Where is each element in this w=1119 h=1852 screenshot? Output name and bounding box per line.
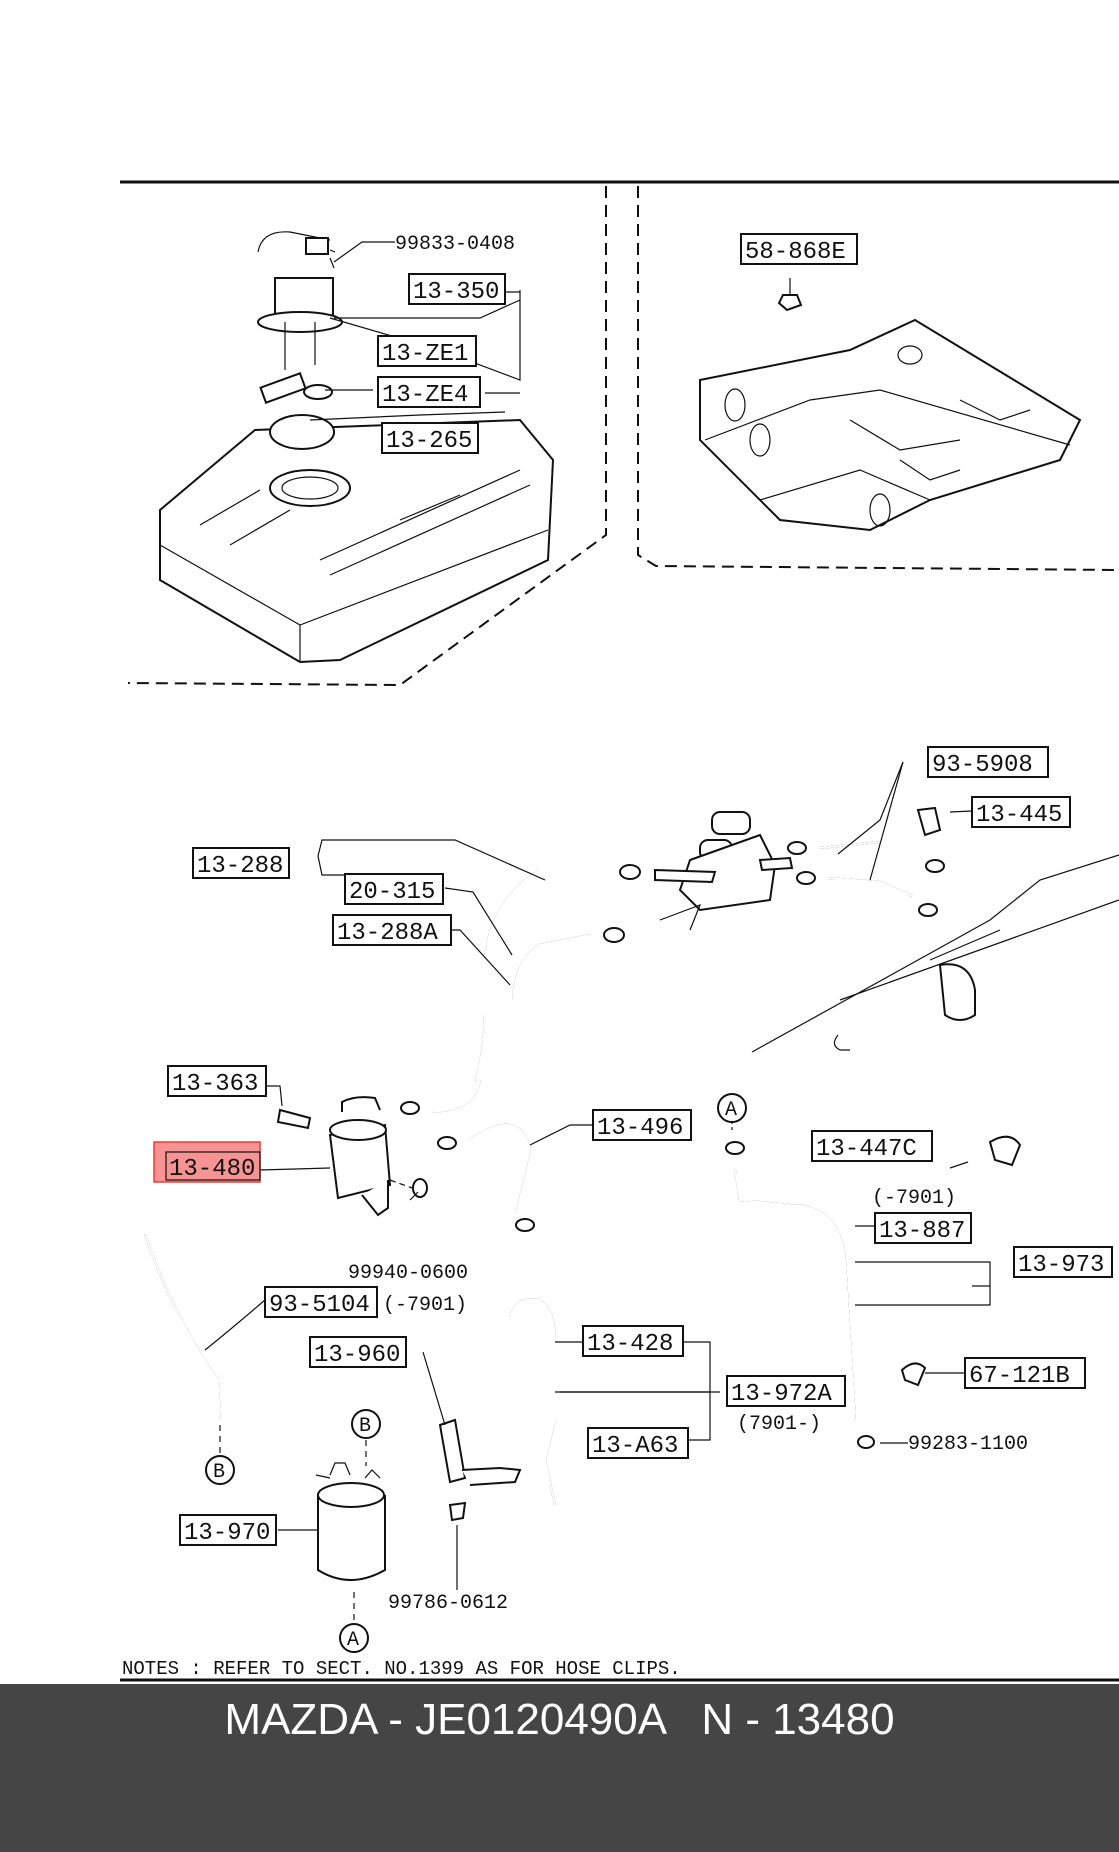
callout-7901-b: (-7901) [383, 1294, 467, 1317]
hose-clip-icons [400, 806, 1022, 1449]
vapor-separator-illustration [276, 1096, 428, 1217]
callout-7901-c: (7901-) [737, 1413, 821, 1436]
callout-13-350: 13-350 [413, 279, 499, 306]
callout-13-496: 13-496 [597, 1115, 683, 1142]
callout-13-972A: 13-972A [731, 1381, 832, 1408]
callout-67-121B: 67-121B [969, 1363, 1070, 1390]
marker-a-top: A [725, 1099, 737, 1122]
charcoal-canister-illustration [315, 1440, 386, 1625]
callout-13-288A: 13-288A [337, 920, 438, 947]
callout-99786-0612: 99786-0612 [388, 1592, 508, 1615]
callout-13-A63: 13-A63 [592, 1433, 678, 1460]
fuel-tank-illustration [159, 414, 555, 664]
callout-99283-1100: 99283-1100 [908, 1433, 1028, 1456]
callout-13-ZE4: 13-ZE4 [382, 382, 468, 409]
footer-part-number: MAZDA - JE0120490A N - 13480 [224, 1695, 895, 1744]
notes-text: NOTES : REFER TO SECT. NO.1399 AS FOR HO… [122, 1658, 681, 1680]
callout-13-970: 13-970 [184, 1520, 270, 1547]
check-valve-illustration [654, 811, 794, 931]
callout-93-5908: 93-5908 [932, 752, 1033, 779]
bracket-illustration [438, 1418, 522, 1522]
hose-illustrations [144, 841, 913, 1506]
callout-7901-a: (-7901) [872, 1187, 956, 1210]
marker-a-bottom: A [347, 1629, 359, 1652]
callout-13-480: 13-480 [169, 1156, 255, 1183]
floor-pan-illustration [699, 318, 1082, 532]
callout-13-445: 13-445 [976, 802, 1062, 829]
callout-13-447C: 13-447C [816, 1136, 917, 1163]
callout-99833-0408: 99833-0408 [395, 233, 515, 256]
callout-13-ZE1: 13-ZE1 [382, 341, 468, 368]
marker-b-bottom: B [213, 1461, 225, 1484]
callout-58-868E: 58-868E [745, 239, 846, 266]
frame-rail-illustration [751, 854, 1119, 1053]
callout-93-5104: 93-5104 [269, 1292, 370, 1319]
fuel-pump-illustration [257, 231, 343, 404]
panel-border-left [127, 186, 607, 687]
callout-13-363: 13-363 [172, 1071, 258, 1098]
callout-13-887: 13-887 [879, 1218, 965, 1245]
callout-13-428: 13-428 [587, 1331, 673, 1358]
marker-b-top: B [359, 1415, 371, 1438]
callout-13-973: 13-973 [1018, 1252, 1104, 1279]
callout-99940-0600: 99940-0600 [348, 1262, 468, 1285]
callout-13-288: 13-288 [197, 853, 283, 880]
callout-13-265: 13-265 [386, 428, 472, 455]
callout-13-960: 13-960 [314, 1342, 400, 1369]
callout-20-315: 20-315 [349, 879, 435, 906]
footer-bar [0, 1684, 1119, 1852]
